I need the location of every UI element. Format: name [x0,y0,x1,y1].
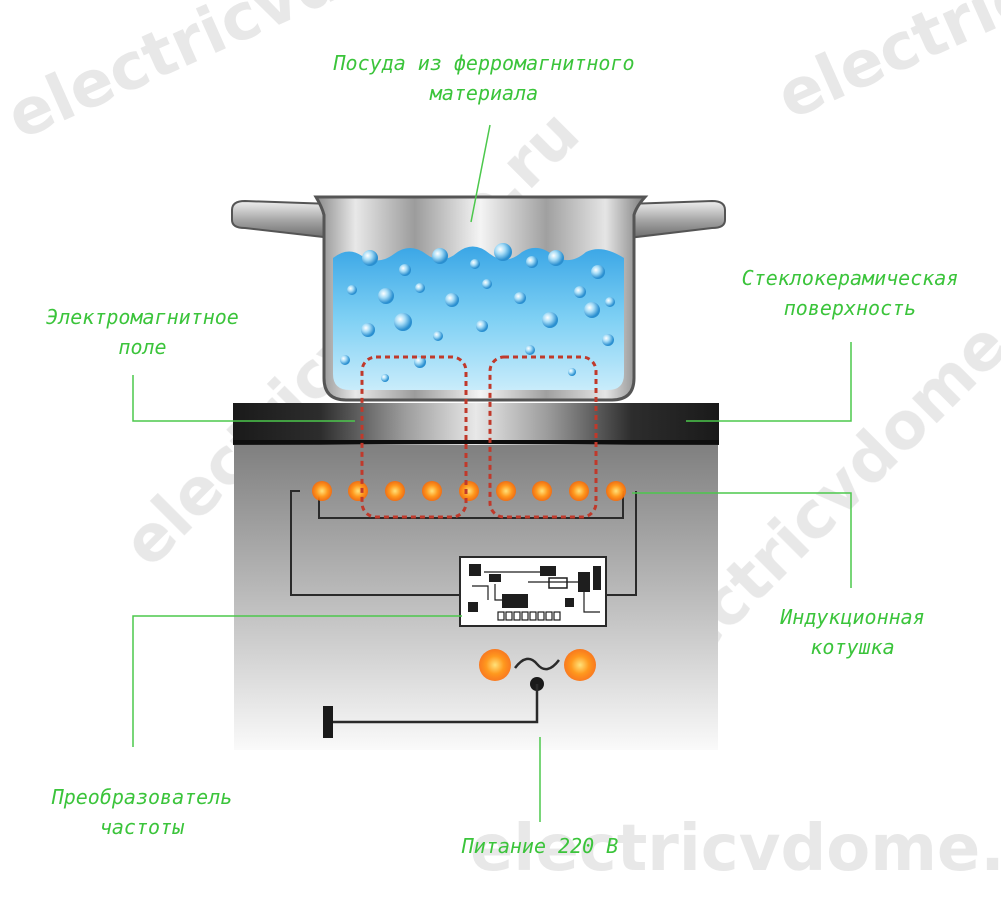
coil-wiring [290,490,637,596]
leader-lines [132,124,852,822]
label-coil-line1: Индукционная [780,605,925,629]
induction-coil [312,481,626,501]
label-coil-line2: котушка [810,635,895,659]
leader-converter [132,615,462,747]
leader-cookware [470,124,491,223]
label-cookware: Посуда из ферромагнитного материала [284,48,684,108]
watermark-text: electricvdome.ru [470,812,1001,886]
label-em-field-line1: Электромагнитное [46,305,239,329]
leader-ceramic [686,342,852,422]
label-frequency-converter: Преобразователь частоты [12,782,272,842]
label-em-field: Электромагнитное поле [10,302,275,362]
label-em-field-line2: поле [118,335,167,359]
frequency-converter-board [459,556,607,627]
label-ceramic-line1: Стеклокерамическая [741,266,959,290]
label-ceramic-surface: Стеклокерамическая поверхность [700,263,1000,323]
label-converter-line1: Преобразователь [51,785,233,809]
label-cookware-line2: материала [429,81,539,105]
em-field-loops [360,355,598,519]
pot-handle-right [627,199,726,240]
label-power-line1: Питание 220 В [461,834,619,858]
label-converter-line2: частоты [99,815,185,839]
bubbles [340,243,615,382]
ceramic-surface [233,403,719,445]
label-power-supply: Питание 220 В [400,831,680,861]
label-cookware-line1: Посуда из ферромагнитного [333,51,635,75]
leader-em-field [132,375,355,422]
pot-handle-left [231,199,333,240]
power-input [323,649,596,738]
watermark-text: electricvdome.ru [766,0,1001,135]
boiling-water [333,246,624,390]
label-induction-coil: Индукционная котушка [740,602,965,662]
label-ceramic-line2: поверхность [783,296,917,320]
leader-coil [632,492,852,588]
